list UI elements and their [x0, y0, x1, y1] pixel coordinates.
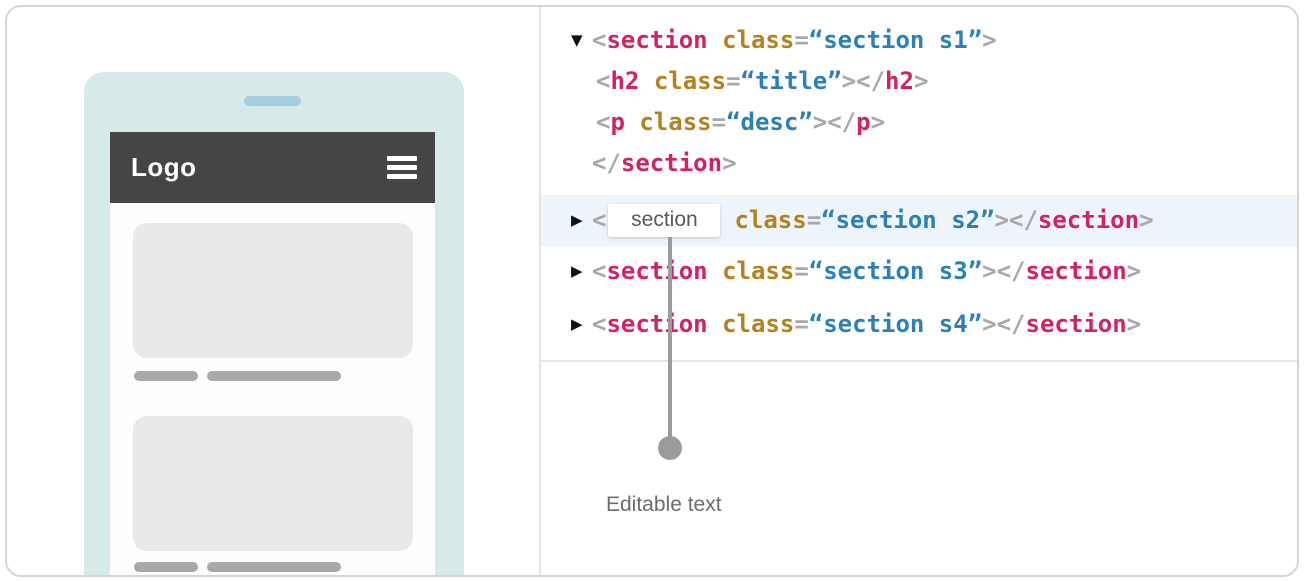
code-token: > [982, 310, 997, 338]
code-token: section [606, 26, 708, 54]
placeholder-pill [207, 371, 341, 381]
code-token: “section s3” [808, 257, 983, 285]
hamburger-bar [387, 165, 417, 170]
phone-mockup: Logo [84, 72, 464, 575]
phone-content-area [110, 203, 435, 575]
code-token: section [1025, 310, 1127, 338]
code-token: > [1126, 310, 1142, 338]
code-token: > [913, 67, 929, 95]
code-token: section [1025, 257, 1127, 285]
hamburger-bar [387, 174, 417, 179]
code-line-3[interactable]: <p class=“desc”></p> [596, 101, 885, 143]
code-token: > [982, 257, 997, 285]
code-token: </ [996, 310, 1026, 338]
code-token: > [812, 108, 828, 136]
code-token: p [610, 108, 625, 136]
code-token: = [711, 108, 727, 136]
placeholder-pill [134, 562, 198, 572]
phone-header-bar: Logo [110, 132, 435, 203]
code-token: < [592, 26, 607, 54]
code-token: </ [856, 67, 886, 95]
collapse-triangle-icon[interactable]: ▼ [571, 31, 583, 49]
expand-triangle-icon[interactable]: ▶ [571, 211, 583, 229]
code-token: class [722, 310, 795, 338]
code-line-4[interactable]: </section> [592, 142, 737, 184]
callout-dot [658, 436, 682, 460]
code-token: “section s2” [821, 206, 995, 234]
code-token: </ [1009, 206, 1038, 234]
phone-speaker [244, 96, 301, 106]
code-token: section [606, 310, 708, 338]
code-token: > [994, 206, 1009, 234]
expand-triangle-icon[interactable]: ▶ [571, 262, 583, 280]
code-token: < [596, 108, 611, 136]
card-content: Logo ▼<section class=“section s1”><h2 cl… [7, 7, 1297, 575]
code-token: = [806, 206, 822, 234]
code-token: > [1139, 206, 1154, 234]
code-token: section [1037, 206, 1140, 234]
placeholder-block [133, 223, 413, 358]
callout-line [668, 237, 672, 448]
code-token: = [794, 257, 809, 285]
code-token: section [606, 257, 708, 285]
code-token [708, 310, 722, 338]
panel-divider [539, 7, 541, 575]
editable-tag-name-field[interactable]: section [608, 203, 721, 237]
code-line-6[interactable]: ▶<section class=“section s3”></section> [571, 250, 1141, 292]
code-token: class [653, 67, 727, 95]
code-token: > [982, 26, 997, 54]
code-token: “section s1” [808, 26, 983, 54]
code-token: < [592, 206, 607, 234]
code-token: > [870, 108, 886, 136]
code-line-7[interactable]: ▶<section class=“section s4”></section> [571, 303, 1141, 345]
code-token: h2 [885, 67, 914, 95]
code-token: = [794, 26, 809, 54]
code-token: = [794, 310, 809, 338]
placeholder-pill [207, 562, 341, 572]
code-panel-bottom-divider [541, 360, 1297, 362]
code-line-1[interactable]: ▼ <section class=“section s1”> [571, 19, 997, 61]
code-token: = [726, 67, 741, 95]
placeholder-pill [134, 371, 198, 381]
code-line-2[interactable]: <h2 class=“title”></h2> [596, 60, 928, 102]
hamburger-icon [387, 156, 417, 179]
code-token: > [1126, 257, 1142, 285]
code-token: p [856, 108, 871, 136]
code-token: < [592, 310, 607, 338]
code-token: section [620, 149, 723, 177]
logo-text: Logo [131, 152, 197, 182]
code-token: </ [827, 108, 857, 136]
code-token: < [596, 67, 611, 95]
code-token: class [639, 108, 712, 136]
code-token: “desc” [726, 108, 813, 136]
code-token [708, 26, 722, 54]
placeholder-block [133, 416, 413, 551]
code-token: class [734, 206, 807, 234]
code-token: > [722, 149, 737, 177]
code-token: > [841, 67, 857, 95]
code-token: h2 [610, 67, 640, 95]
code-token: class [722, 257, 795, 285]
hamburger-bar [387, 156, 417, 161]
code-token: </ [996, 257, 1026, 285]
code-token [639, 67, 653, 95]
code-token: </ [592, 149, 621, 177]
code-token [708, 257, 722, 285]
code-token: < [592, 257, 607, 285]
callout-label: Editable text [606, 493, 722, 516]
code-token: “section s4” [808, 310, 983, 338]
code-token: “title” [740, 67, 842, 95]
code-token: class [722, 26, 795, 54]
expand-triangle-icon[interactable]: ▶ [571, 315, 583, 333]
code-token [625, 108, 639, 136]
